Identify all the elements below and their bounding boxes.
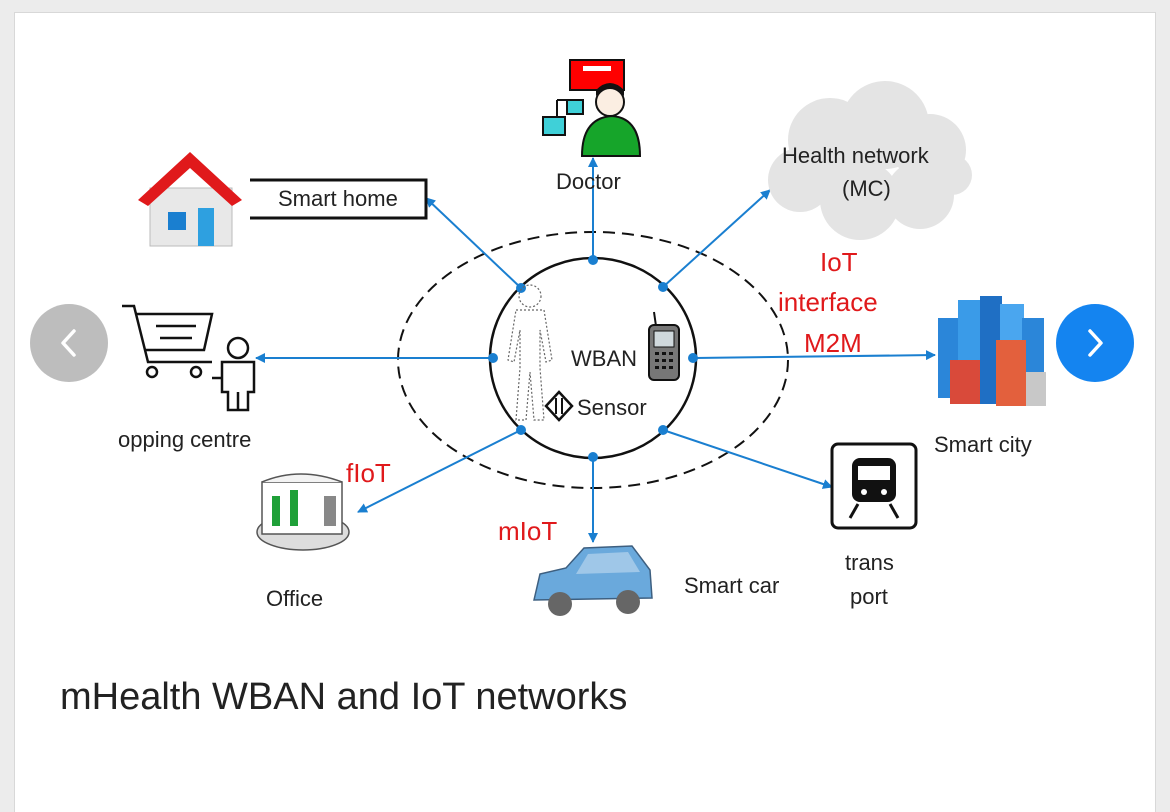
previous-button[interactable]: [30, 304, 108, 382]
wban-label: WBAN: [571, 346, 637, 371]
image-caption: mHealth WBAN and IoT networks: [60, 676, 628, 718]
car-icon: [533, 545, 653, 616]
chevron-left-icon: [61, 329, 76, 357]
human-body-icon: [507, 284, 553, 421]
iot-network-diagram: WBAN Sensor Doctor Health network (MC) S…: [118, 59, 1046, 616]
transport-label-line1: trans: [845, 550, 894, 575]
train-icon: [830, 442, 918, 530]
doctor-icon: [542, 59, 642, 157]
sensor-label: Sensor: [577, 395, 647, 420]
iot-label: IoT: [820, 247, 858, 277]
cloud-icon: [768, 81, 972, 240]
interface-label: interface: [778, 287, 878, 317]
shopper-icon: [212, 336, 256, 412]
miot-label: mIoT: [498, 516, 557, 546]
house-icon: [138, 152, 242, 247]
next-button[interactable]: [1056, 304, 1134, 382]
arrow-office: [357, 429, 522, 513]
shopping-cart-icon: [122, 304, 214, 379]
arrow-health-network: [662, 189, 771, 288]
chevron-right-icon: [1088, 329, 1103, 357]
smart-city-label: Smart city: [934, 432, 1032, 457]
office-building-icon: [256, 473, 350, 551]
health-network-mc-label: (MC): [842, 176, 891, 201]
mobile-phone-icon: [648, 311, 680, 381]
fiot-label: fIoT: [346, 458, 391, 488]
doctor-label: Doctor: [556, 169, 621, 194]
arrow-smart-city: [694, 350, 936, 361]
smart-car-label: Smart car: [684, 573, 779, 598]
health-network-label: Health network: [782, 143, 930, 168]
office-label: Office: [266, 586, 323, 611]
smart-home-label: Smart home: [278, 186, 398, 211]
m2m-label: M2M: [804, 328, 862, 358]
arrow-smart-home: [425, 197, 522, 289]
smart-home-bracket: [250, 178, 428, 220]
sensor-icon: [544, 390, 574, 422]
top-band: [0, 0, 1170, 12]
transport-label-line2: port: [850, 584, 888, 609]
city-buildings-icon: [938, 296, 1046, 406]
shopping-centre-label: opping centre: [118, 427, 251, 452]
arrow-transport: [662, 429, 833, 489]
